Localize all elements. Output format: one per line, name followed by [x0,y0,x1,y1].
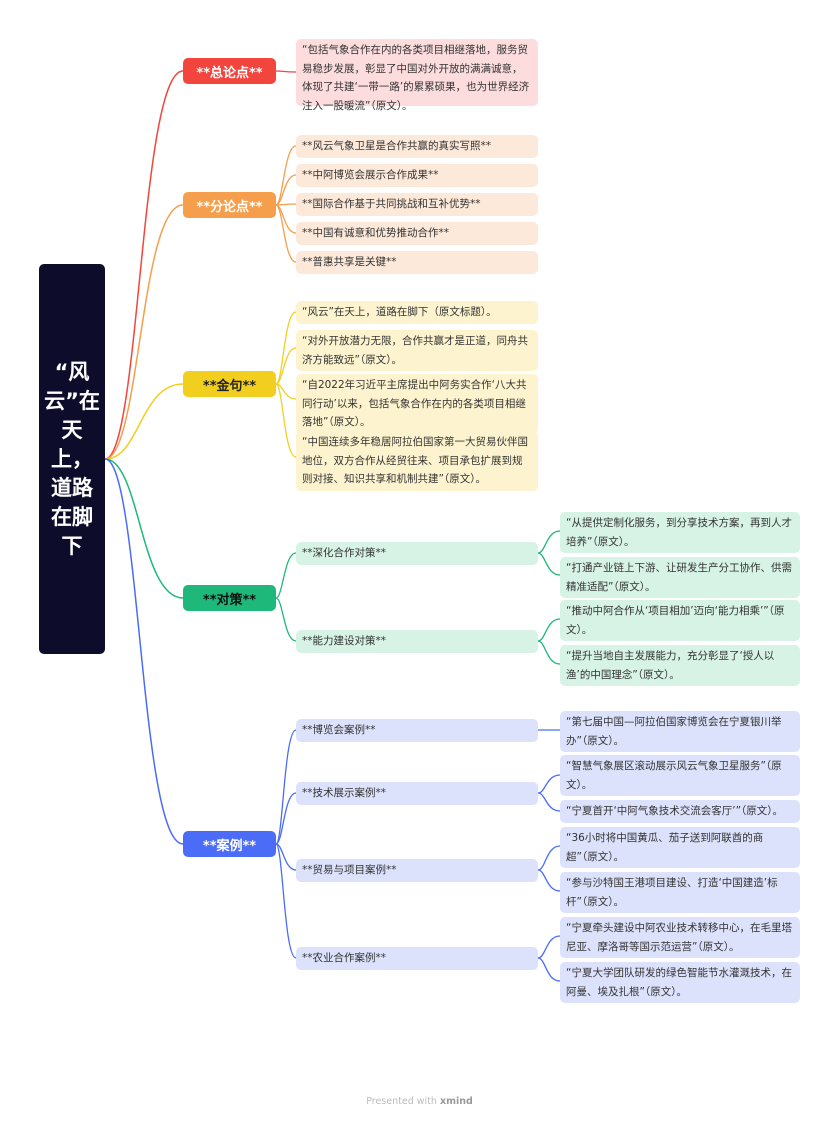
footer-credit: Presented with xmind [366,1096,473,1107]
point-item[interactable]: **中国有诚意和优势推动合作** [296,222,538,245]
connector [537,935,561,959]
connector [104,204,184,460]
connector [537,774,561,794]
case-sub-agri[interactable]: **农业合作案例** [296,947,538,970]
connector [275,729,297,845]
main-topic-measures[interactable]: **对策** [183,585,276,611]
case-sub-trade[interactable]: **贸易与项目案例** [296,859,538,882]
connector [537,530,561,554]
connector [275,70,297,73]
case-item[interactable]: “宁夏牵头建设中阿农业技术转移中心，在毛里塔尼亚、摩洛哥等国示范运营”（原文）。 [560,917,800,958]
connector [275,843,297,959]
point-item[interactable]: **中阿博览会展示合作成果** [296,164,538,187]
measure-sub-deepen[interactable]: **深化合作对策** [296,542,538,565]
case-item[interactable]: “智慧气象展区滚动展示风云气象卫星服务”（原文）。 [560,755,800,796]
connector [275,203,297,206]
connector [275,792,297,845]
case-item[interactable]: “参与沙特国王港项目建设、打造‘中国建造’标杆”（原文）。 [560,872,800,913]
connector [537,552,561,576]
case-item[interactable]: “第七届中国—阿拉伯国家博览会在宁夏银川举办”（原文）。 [560,711,800,752]
connector [275,311,297,385]
measure-item[interactable]: “从提供定制化服务，到分享技术方案，再到人才培养”（原文）。 [560,512,800,553]
case-item[interactable]: “36小时将中国黄瓜、茄子送到阿联酋的商超”（原文）。 [560,827,800,868]
connector [275,843,297,871]
connector [104,70,184,460]
case-sub-tech[interactable]: **技术展示案例** [296,782,538,805]
connector [104,458,184,845]
point-item[interactable]: **国际合作基于共同挑战和互补优势** [296,193,538,216]
connector [275,597,297,642]
case-item[interactable]: “宁夏大学团队研发的绿色智能节水灌溉技术，在阿曼、埃及扎根”（原文）。 [560,962,800,1003]
connector [275,347,297,385]
connector [537,640,561,665]
main-topic-quotes[interactable]: **金句** [183,371,276,397]
point-item[interactable]: **风云气象卫星是合作共赢的真实写照** [296,135,538,158]
root-topic[interactable]: “风云”在天上，道路在脚下 [39,264,105,654]
connector [537,957,561,982]
xmind-logo: xmind [439,1096,473,1107]
quote-item[interactable]: “风云”在天上，道路在脚下（原文标题）。 [296,301,538,324]
connector [537,869,561,892]
connector [275,383,297,458]
connector [275,552,297,599]
case-sub-expo[interactable]: **博览会案例** [296,719,538,742]
connector [537,845,561,871]
measure-item[interactable]: “推动中阿合作从‘项目相加’迈向‘能力相乘’”（原文）。 [560,600,800,641]
main-topic-cases[interactable]: **案例** [183,831,276,857]
main-topic-summary[interactable]: **总论点** [183,58,276,84]
quote-item[interactable]: “中国连续多年稳居阿拉伯国家第一大贸易伙伴国地位，双方合作从经贸往来、项目承包扩… [296,431,538,491]
summary-item[interactable]: “包括气象合作在内的各类项目相继落地，服务贸易稳步发展，彰显了中国对外开放的满满… [296,39,538,112]
measure-item[interactable]: “提升当地自主发展能力，充分彰显了‘授人以渔’的中国理念”（原文）。 [560,645,800,686]
connector [537,618,561,642]
case-item[interactable]: “宁夏首开‘中阿气象技术交流会客厅’”（原文）。 [560,800,800,823]
point-item[interactable]: **普惠共享是关键** [296,251,538,274]
connector [275,174,297,206]
measure-item[interactable]: “打通产业链上下游、让研发生产分工协作、供需精准适配”（原文）。 [560,557,800,598]
quote-item[interactable]: “对外开放潜力无限，合作共赢才是正道，同舟共济方能致远”（原文）。 [296,330,538,371]
connector [104,383,184,460]
connector [104,458,184,599]
connector [275,204,297,263]
main-topic-points[interactable]: **分论点** [183,192,276,218]
measure-sub-capacity[interactable]: **能力建设对策** [296,630,538,653]
quote-item[interactable]: “自2022年习近平主席提出中阿务实合作‘八大共同行动’以来，包括气象合作在内的… [296,374,538,434]
connector [537,792,561,812]
